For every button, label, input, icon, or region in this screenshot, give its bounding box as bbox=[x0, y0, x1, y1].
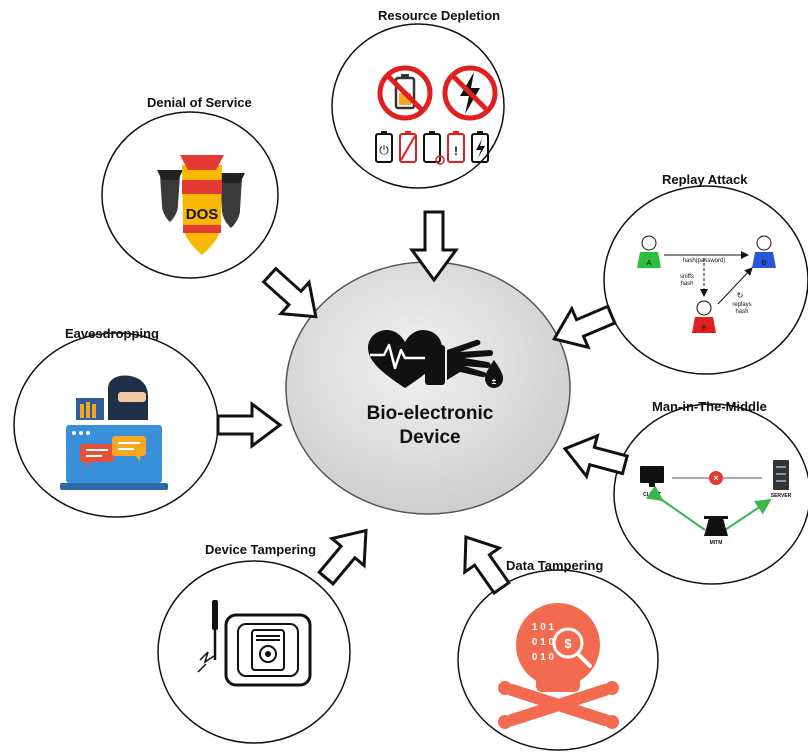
svg-text:hash: hash bbox=[680, 281, 693, 287]
svg-text:hash: hash bbox=[735, 309, 748, 315]
no-battery-icon bbox=[377, 65, 433, 121]
center-title-line2: Device bbox=[399, 427, 461, 448]
center-device-circle bbox=[285, 261, 571, 515]
svg-text:sniffs: sniffs bbox=[680, 274, 694, 280]
replay-attack-circle bbox=[603, 185, 808, 375]
label-denial-of-service: Denial of Service bbox=[147, 95, 252, 110]
device-tampering-circle bbox=[157, 560, 351, 744]
svg-text:!: ! bbox=[454, 144, 458, 158]
mitm-icon: CLIENT SERVER × MITM bbox=[640, 460, 792, 546]
svg-text:×: × bbox=[713, 473, 718, 483]
svg-text:A: A bbox=[647, 260, 652, 267]
svg-text:$: $ bbox=[564, 636, 572, 651]
svg-text:0 1 0: 0 1 0 bbox=[532, 652, 555, 663]
svg-text:⏻: ⏻ bbox=[379, 143, 389, 157]
replay-attack-icon: A B E hash(password) sniffs hash ↻ repla… bbox=[637, 235, 776, 333]
label-replay-attack: Replay Attack bbox=[662, 172, 748, 187]
svg-text:0 1 0: 0 1 0 bbox=[532, 637, 555, 648]
arrow-replay-attack bbox=[551, 304, 617, 350]
heart-icon bbox=[368, 330, 442, 388]
svg-text:↻: ↻ bbox=[737, 291, 744, 300]
dos-label: DOS bbox=[186, 206, 219, 223]
arrow-eavesdropping bbox=[216, 401, 283, 449]
svg-text:1 0 1: 1 0 1 bbox=[532, 622, 555, 633]
label-data-tampering: Data Tampering bbox=[506, 558, 604, 573]
svg-text:E: E bbox=[702, 325, 707, 332]
label-device-tampering: Device Tampering bbox=[205, 542, 317, 557]
finger-blood-test-icon: ± bbox=[425, 339, 503, 388]
svg-text:SERVER: SERVER bbox=[771, 493, 792, 499]
svg-text:CLIENT: CLIENT bbox=[643, 492, 661, 498]
svg-text:replays: replays bbox=[732, 302, 751, 308]
arrow-resource-depletion bbox=[409, 210, 459, 283]
center-title-line1: Bio-electronic bbox=[366, 403, 494, 424]
center-device-label: Bio-electronic Device bbox=[330, 402, 530, 450]
skull-data-icon: 1 0 1 0 1 0 0 1 0 $ bbox=[498, 603, 619, 729]
mitm-circle bbox=[613, 403, 808, 585]
eavesdropping-laptop-icon bbox=[60, 375, 168, 490]
arrow-denial-of-service bbox=[261, 266, 318, 319]
svg-text:±: ± bbox=[492, 377, 497, 386]
svg-text:B: B bbox=[762, 260, 767, 267]
label-eavesdropping: Eavesdropping bbox=[65, 326, 159, 341]
no-power-icon bbox=[442, 65, 498, 121]
svg-text:MITM: MITM bbox=[710, 540, 723, 546]
device-tampering-icon bbox=[197, 600, 312, 687]
arrow-mitm bbox=[562, 433, 630, 480]
label-mitm: Man-in-The-Middle bbox=[652, 399, 767, 414]
arrow-data-tampering bbox=[463, 535, 511, 596]
label-resource-depletion: Resource Depletion bbox=[378, 8, 501, 23]
dos-bomb-icon: DOS bbox=[157, 155, 245, 255]
arrow-device-tampering bbox=[317, 528, 368, 586]
battery-status-icons: ⏻ ! bbox=[375, 131, 489, 165]
